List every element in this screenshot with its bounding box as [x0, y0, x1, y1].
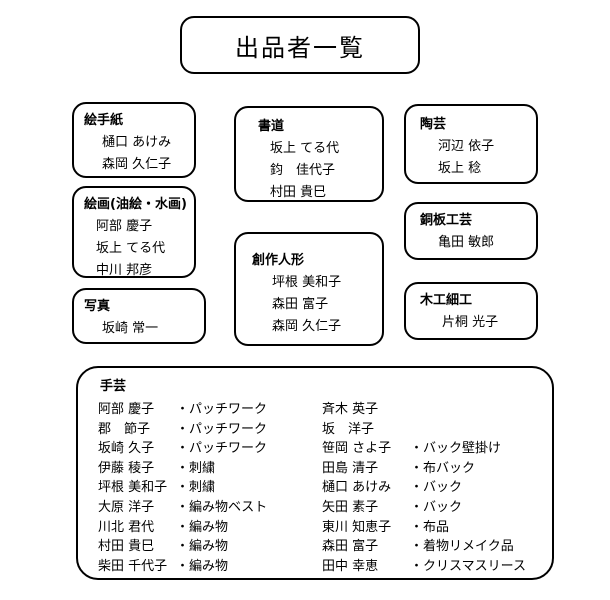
member-name: 森岡 久仁子	[272, 319, 342, 334]
list-item: 笹岡 さよ子 ・バック壁掛け	[322, 439, 526, 459]
craft-item: ・編み物	[176, 519, 229, 535]
list-item: 坂崎 久子 ・パッチワーク	[98, 439, 267, 459]
group-tougei: 陶芸 河辺 依子 坂上 稔	[404, 104, 538, 184]
craft-item: ・パッチワーク	[176, 421, 268, 437]
list-item: 田島 清子 ・布バック	[322, 459, 526, 479]
craft-item: ・バック	[410, 499, 463, 515]
list-item: 坪根 美和子・刺繍	[98, 478, 267, 498]
member-name: 笹岡 さよ子	[322, 441, 392, 457]
group-label: 陶芸	[420, 117, 447, 132]
list-item: 矢田 素子 ・バック	[322, 498, 526, 518]
craft-item: ・バック	[410, 480, 463, 496]
member-name: 東川 知恵子	[322, 519, 392, 535]
group-shashin: 写真 坂崎 常一	[72, 288, 206, 344]
group-label: 手芸	[100, 379, 127, 394]
member-name: 樋口 あけみ	[322, 480, 392, 496]
craft-item: ・編み物ベスト	[176, 499, 268, 515]
member-name: 坂上 稔	[438, 161, 482, 176]
member-name: 片桐 光子	[442, 315, 499, 330]
craft-item: ・編み物	[176, 539, 229, 555]
craft-item: ・刺繍	[176, 480, 216, 496]
group-doban-kougei: 銅板工芸 亀田 敏郎	[404, 202, 538, 260]
group-label: 書道	[258, 119, 285, 134]
member-name: 矢田 素子	[322, 499, 379, 515]
member-name: 斉木 英子	[322, 402, 379, 417]
member-name: 坂上 てる代	[270, 141, 340, 156]
list-item: 伊藤 稜子 ・刺繍	[98, 459, 267, 479]
craft-item: ・バック壁掛け	[410, 441, 502, 457]
list-item: 樋口 あけみ ・バック	[322, 478, 526, 498]
member-name: 亀田 敏郎	[438, 235, 495, 250]
member-name: 森田 富子	[322, 539, 379, 555]
member-name: 坂上 てる代	[96, 241, 166, 256]
member-name: 河辺 依子	[438, 139, 495, 154]
group-e-tegami: 絵手紙 樋口 あけみ 森岡 久仁子	[72, 102, 196, 178]
list-item: 大原 洋子 ・編み物ベスト	[98, 498, 267, 518]
member-name: 森岡 久仁子	[102, 157, 172, 172]
group-label: 絵手紙	[84, 113, 124, 128]
craft-item: ・布品	[410, 519, 450, 535]
list-item: 田中 幸恵 ・クリスマスリース	[322, 557, 526, 577]
handicraft-left-column: 阿部 慶子・パッチワーク 郡 節子・パッチワーク 坂崎 久子・パッチワーク 伊藤…	[98, 400, 267, 576]
craft-item: ・パッチワーク	[176, 402, 268, 417]
handicraft-right-column: 斉木 英子 坂 洋子 笹岡 さよ子 ・バック壁掛け 田島 清子 ・布バック 樋口 あ…	[322, 400, 526, 576]
member-name: 川北 君代	[98, 519, 155, 535]
member-name: 森田 富子	[272, 297, 329, 312]
member-name: 坂崎 常一	[102, 321, 159, 336]
list-item: 郡 節子 ・パッチワーク	[98, 420, 267, 440]
craft-item: ・着物リメイク品	[410, 539, 514, 555]
list-item: 坂 洋子	[322, 420, 526, 440]
group-handicraft: 手芸 阿部 慶子・パッチワーク 郡 節子・パッチワーク 坂崎 久子・パッチワーク…	[76, 366, 554, 580]
group-label: 写真	[84, 299, 111, 314]
member-name: 柴田 千代子	[98, 558, 168, 574]
member-name: 中川 邦彦	[96, 263, 153, 278]
member-name: 伊藤 稜子	[98, 460, 155, 476]
member-name: 阿部 慶子	[96, 219, 153, 234]
group-label: 創作人形	[252, 253, 305, 268]
list-item: 森田 富子 ・着物リメイク品	[322, 537, 526, 557]
member-name: 坂崎 久子	[98, 441, 155, 457]
title-box: 出品者一覧	[180, 16, 420, 74]
list-item: 村田 貴巳 ・編み物	[98, 537, 267, 557]
group-label: 絵画(油絵・水画)	[84, 197, 187, 212]
group-sosaku-ningyo: 創作人形 坪根 美和子 森田 富子 森岡 久仁子	[234, 232, 384, 346]
member-name: 坪根 美和子	[98, 480, 168, 496]
craft-item: ・刺繍	[176, 460, 216, 476]
member-name: 郡 節子	[98, 421, 151, 437]
list-item: 斉木 英子	[322, 400, 526, 420]
craft-item: ・編み物	[176, 558, 229, 574]
list-item: 柴田 千代子・編み物	[98, 557, 267, 577]
group-label: 銅板工芸	[420, 213, 473, 228]
page-title: 出品者一覧	[235, 33, 365, 62]
group-label: 木工細工	[420, 293, 473, 308]
member-name: 坂 洋子	[322, 421, 375, 437]
list-item: 川北 君代 ・編み物	[98, 518, 267, 538]
member-name: 田島 清子	[322, 460, 379, 476]
list-item: 東川 知恵子 ・布品	[322, 518, 526, 538]
craft-item: ・クリスマスリース	[410, 558, 526, 574]
group-kaiga: 絵画(油絵・水画) 阿部 慶子 坂上 てる代 中川 邦彦	[72, 186, 196, 278]
member-name: 大原 洋子	[98, 499, 155, 515]
member-name: 鈞 佳代子	[270, 163, 336, 178]
group-mokkou-saiku: 木工細工 片桐 光子	[404, 282, 538, 340]
member-name: 阿部 慶子	[98, 402, 155, 417]
member-name: 村田 貴巳	[98, 539, 155, 555]
member-name: 田中 幸恵	[322, 558, 379, 574]
group-shodo: 書道 坂上 てる代 鈞 佳代子 村田 貴巳	[234, 106, 384, 202]
member-name: 樋口 あけみ	[102, 135, 172, 150]
craft-item: ・パッチワーク	[176, 441, 268, 457]
member-name: 坪根 美和子	[272, 275, 342, 290]
craft-item: ・布バック	[410, 460, 476, 476]
member-name: 村田 貴巳	[270, 185, 327, 200]
list-item: 阿部 慶子 ・パッチワーク	[98, 400, 267, 420]
